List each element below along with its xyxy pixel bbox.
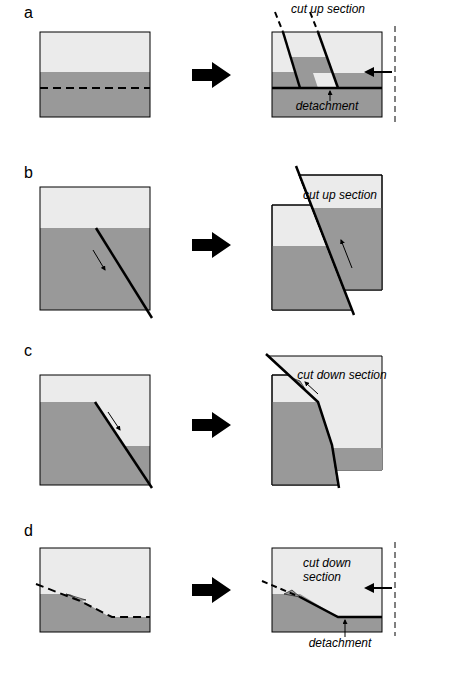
transition-arrow [192, 412, 231, 438]
block-outline [40, 375, 150, 485]
detachment-line [300, 597, 382, 617]
hanging-wall-basement [333, 448, 382, 470]
thrust-sheet [333, 73, 382, 88]
cover-layer [40, 548, 150, 632]
block-outline [40, 187, 150, 310]
hanging-wall-basement [312, 208, 382, 290]
detachment-line [272, 87, 382, 90]
thrust-sheet [291, 57, 332, 88]
panel-letter: c [24, 342, 32, 360]
cover-layer [40, 187, 150, 310]
panel-letter: d [24, 522, 33, 540]
fault-extension [275, 12, 283, 32]
annotation-label: cut up section [303, 189, 377, 203]
cover-layer [272, 548, 382, 632]
block-outline [272, 205, 352, 310]
block-outline [40, 548, 150, 632]
slip-arrow [93, 250, 105, 270]
push-arrow [366, 71, 392, 73]
annotation-label: cut down section [297, 369, 386, 383]
cover-layer [40, 32, 150, 117]
panel-letter: a [24, 4, 33, 22]
block-outline [299, 175, 382, 290]
annotation-label: detachment [296, 100, 359, 114]
thrust-fault [318, 32, 338, 88]
hanging-wall-block [299, 175, 382, 290]
slip-arrow [341, 240, 352, 268]
basement-layer [40, 72, 150, 117]
backstop-line [395, 26, 396, 122]
backstop-line [395, 542, 396, 636]
push-arrow [366, 587, 392, 589]
normal-fault [96, 228, 152, 318]
basement-layer [40, 402, 150, 485]
basement-layer [272, 594, 382, 632]
annotation-label: cut down section [303, 557, 365, 585]
slip-arrow [108, 412, 120, 430]
transition-arrow [192, 62, 231, 88]
fault-extension [262, 581, 300, 597]
basement-layer [40, 228, 150, 310]
future-detachment [36, 584, 150, 617]
annotation-label: detachment [309, 637, 372, 651]
block-outline [272, 548, 382, 632]
thrust-fault [283, 32, 300, 88]
future-detachment [40, 87, 150, 89]
cover-layer [272, 32, 382, 117]
transition-arrow [192, 577, 231, 603]
basement-layer [40, 594, 150, 632]
leader-arrow [345, 620, 346, 637]
block-outline [272, 32, 382, 117]
cover-layer [40, 375, 150, 485]
normal-fault [95, 402, 152, 488]
panel-letter: b [24, 164, 33, 182]
transition-arrow [192, 232, 231, 258]
annotation-label: cut up section [291, 3, 365, 17]
slip-arrow [305, 382, 318, 394]
basement-layer [272, 88, 382, 117]
block-outline [40, 32, 150, 117]
